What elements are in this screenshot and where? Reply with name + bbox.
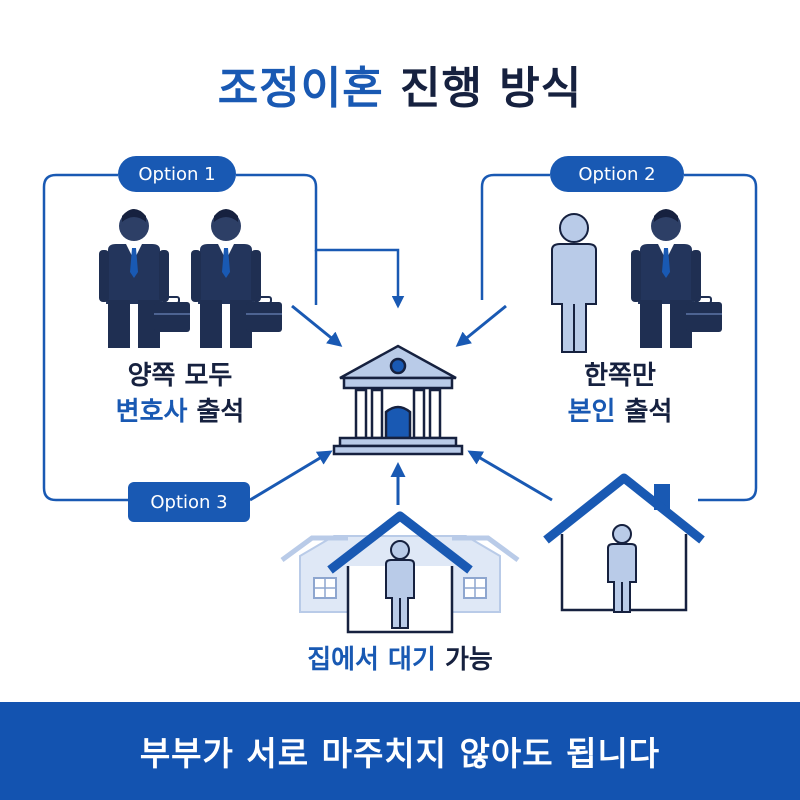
lawyer-icon [98,208,191,349]
option-1-label: 양쪽 모두 변호사 출석 [80,358,280,430]
title-accent: 조정이혼 [217,63,384,114]
process-diagram [42,173,758,634]
arrows [249,304,553,505]
option-2-line2-blue: 본인 [567,397,616,427]
lawyer-icon [190,208,283,349]
option-3-badge: Option 3 [128,482,250,522]
connector-lines [42,173,758,502]
option-2-label: 한쪽만 본인 출석 [520,358,720,430]
option-1-line1: 양쪽 모두 [127,361,233,391]
house-icon [543,473,705,613]
option-2-line2-dark: 출석 [624,397,673,427]
option-3-line-blue: 집에서 대기 [307,645,436,675]
option-1-line2-blue: 변호사 [115,397,188,427]
footer-banner: 부부가 서로 마주치지 않아도 됩니다 [0,702,800,800]
courthouse-icon [332,344,464,456]
option-3-line-dark: 가능 [444,645,493,675]
option-3-label: 집에서 대기 가능 [250,642,550,678]
option-2-badge: Option 2 [550,156,684,192]
house-icon [280,511,520,634]
page-title: 조정이혼 진행 방식 [0,52,800,116]
person-icon [551,213,597,353]
option-2-line1: 한쪽만 [584,361,656,391]
option-1-badge: Option 1 [118,156,236,192]
title-rest: 진행 방식 [400,63,583,114]
lawyer-icon [630,208,723,349]
option-1-line2-dark: 출석 [196,397,245,427]
